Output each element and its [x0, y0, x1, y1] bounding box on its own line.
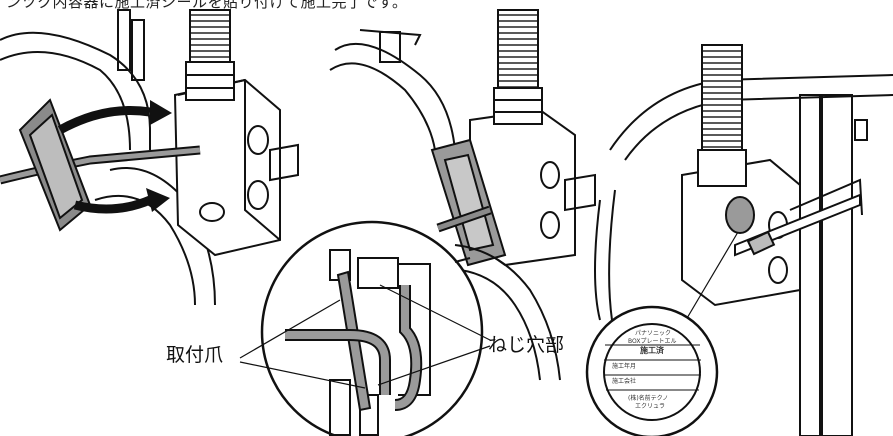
sticker-magnified [585, 305, 719, 436]
magnified-detail-circle [239, 220, 491, 436]
leader-claw-1 [239, 299, 341, 359]
label-mounting-claw: 取付爪 [166, 344, 224, 366]
panel-center-plate-installed [329, 9, 596, 381]
sticker-text-line4: 施工年月 [612, 363, 637, 370]
leader-screw-1 [379, 284, 491, 341]
sticker-text-line7: エクリュラ [635, 403, 666, 410]
panel-left-plate-insertion [0, 9, 299, 306]
sticker-text-line5: 施工会社 [612, 378, 637, 385]
label-screw-hole: ねじ穴部 [488, 334, 565, 356]
sticker-text-line3: 施工済 [640, 346, 664, 355]
panel-right-sticker-applied [594, 44, 893, 436]
outlet-box-left [173, 78, 281, 257]
arrow-lower [73, 195, 152, 214]
conduit-left [189, 9, 231, 71]
leader-screw-2 [377, 345, 491, 386]
sticker-text-line2: BOXプレートエル [628, 338, 677, 345]
conduit-right [701, 44, 743, 156]
header-text: ンツク内容器に施工済シールを貼り付けて施工完了です。 [6, 0, 408, 11]
conduit-center [497, 9, 539, 91]
sticker-text-line6: (株)名前テクノ [628, 395, 669, 402]
leader-claw-2 [239, 361, 366, 389]
sticker-text-line1: パナソニック [635, 330, 672, 337]
sticker-on-box [725, 196, 755, 234]
arrow-upper [57, 105, 151, 134]
